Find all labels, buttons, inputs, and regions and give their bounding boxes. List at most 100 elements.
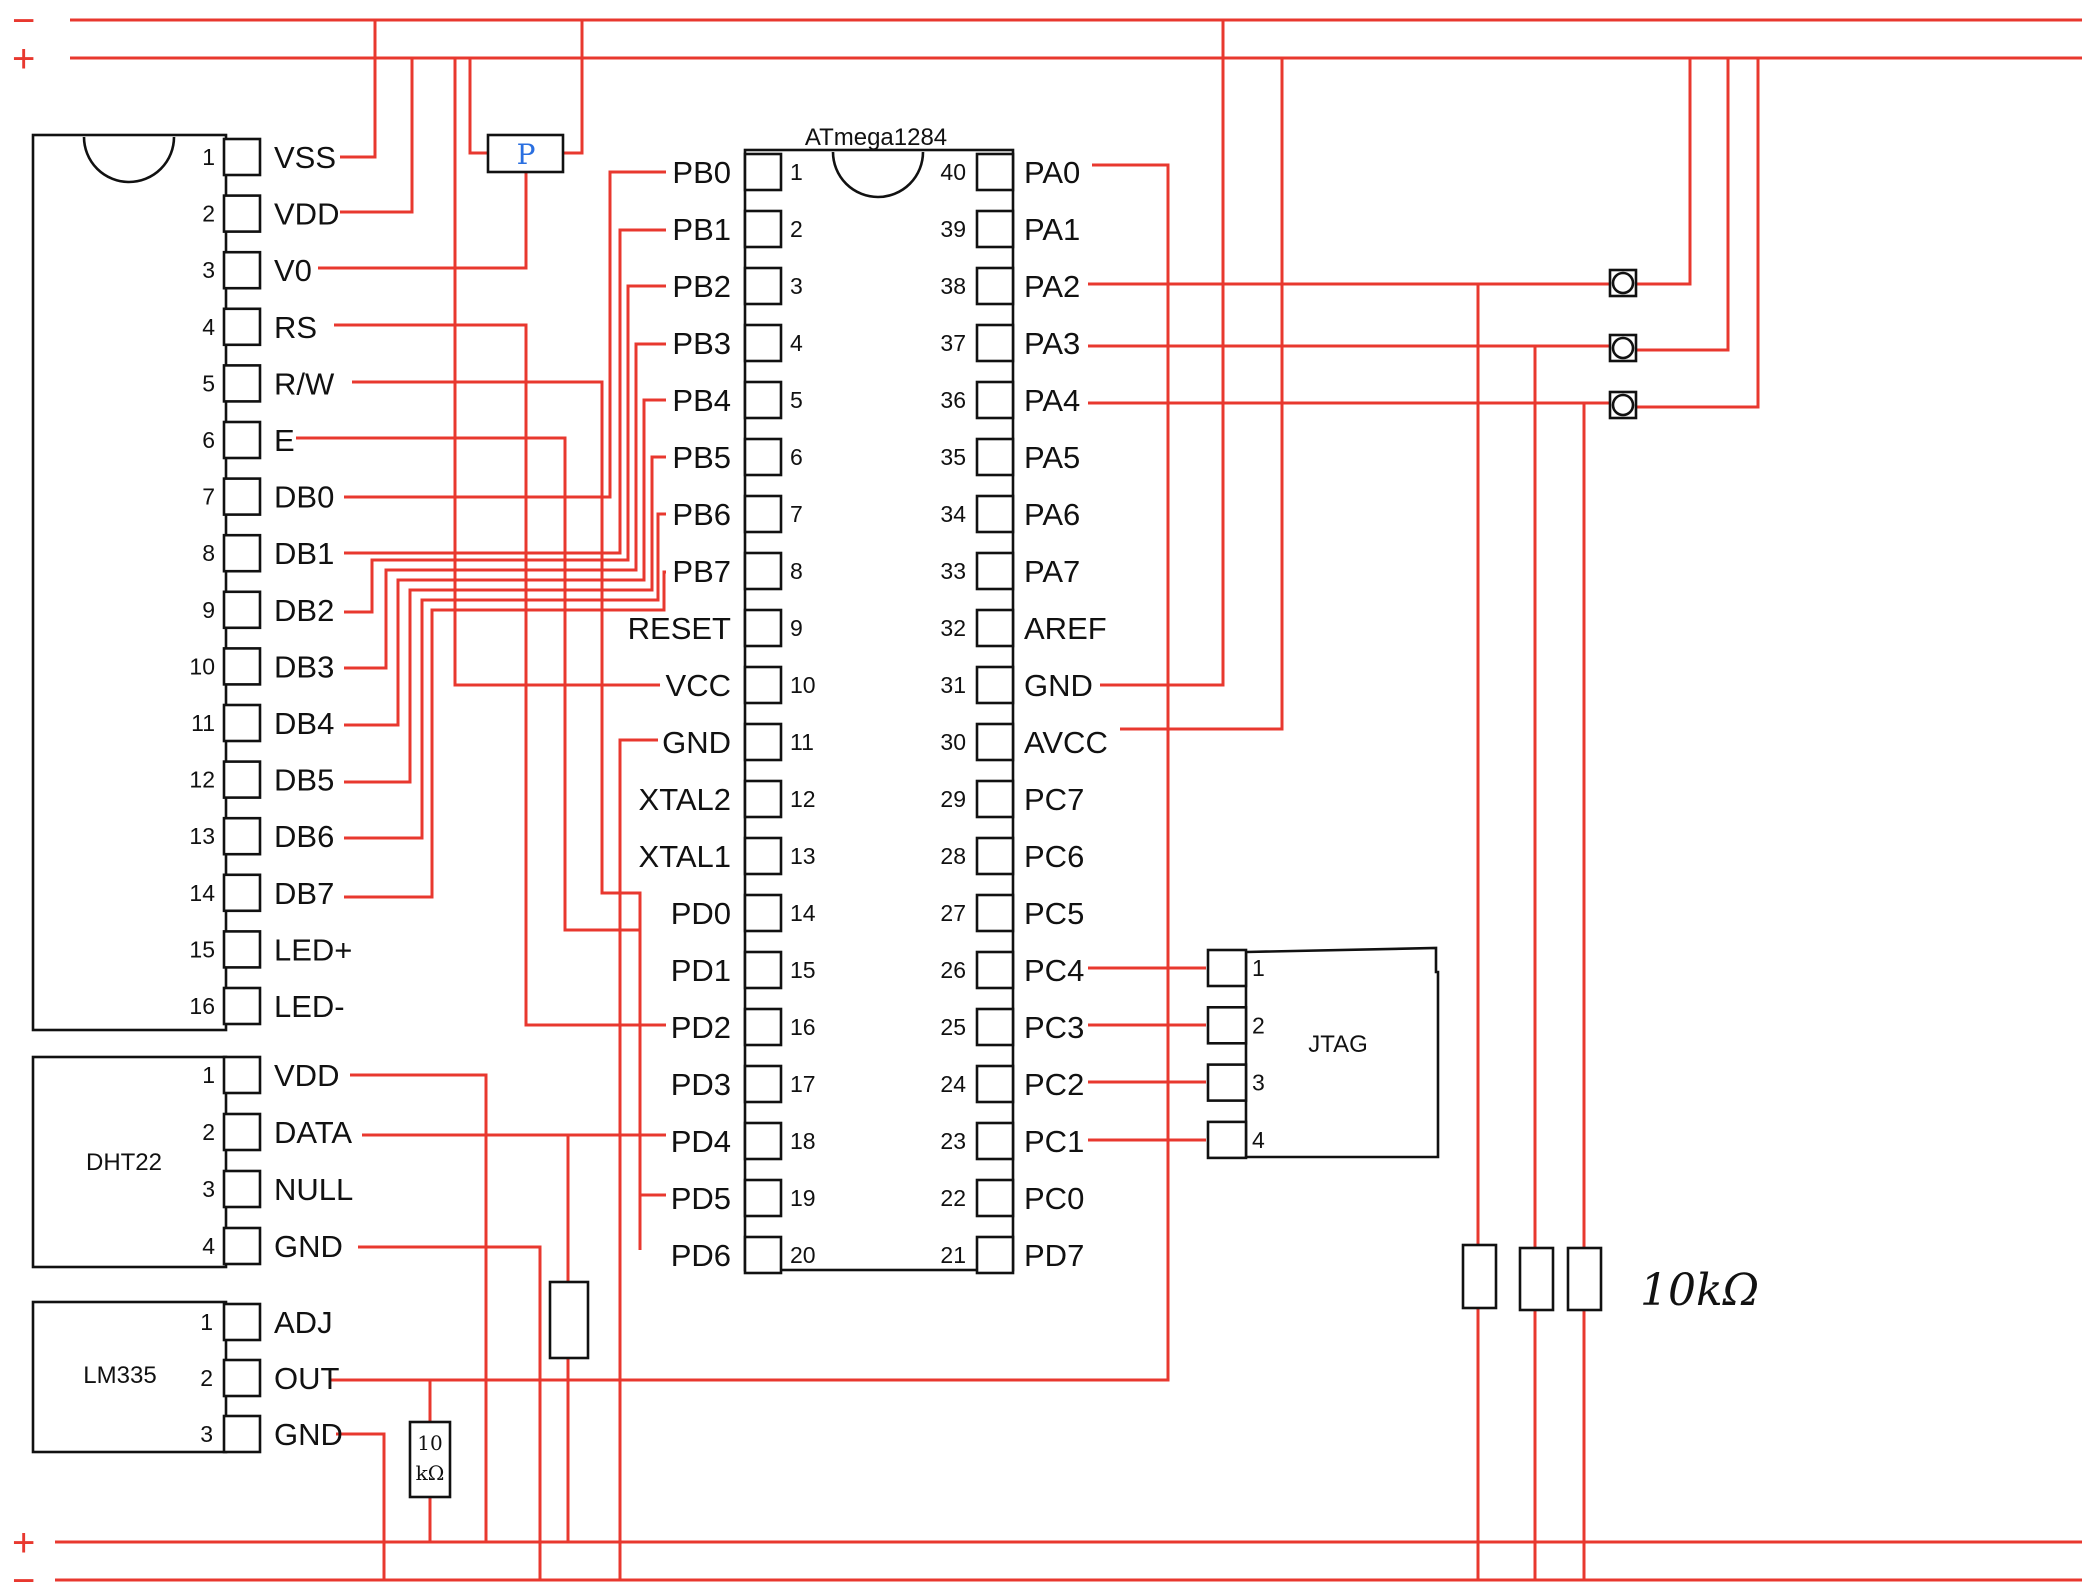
dht22-pin-4-number: 4 xyxy=(202,1233,215,1259)
push-buttons xyxy=(1608,268,1638,420)
lcd-pin-2-label-vdd: VDD xyxy=(274,197,339,232)
mcu-pin-29-box xyxy=(975,779,1015,819)
mcu-pin-13-box xyxy=(743,836,783,876)
mcu-pin-1-label-pb0: PB0 xyxy=(672,155,731,190)
mcu-pin-19-box xyxy=(743,1178,783,1218)
dht22-body xyxy=(31,1055,228,1269)
mcu-pin-6-box xyxy=(743,437,783,477)
mcu-pin-17-number: 17 xyxy=(790,1071,816,1097)
mcu-pin-7-number: 7 xyxy=(790,501,803,527)
dht22-pin-2-box xyxy=(222,1112,262,1152)
mcu-pin-24-number: 24 xyxy=(940,1071,966,1097)
resistors: 10 kΩ 10kΩ xyxy=(408,1243,1759,1499)
lcd-pin-14-number: 14 xyxy=(189,880,215,906)
mcu-pin-6-number: 6 xyxy=(790,444,803,470)
lcd-pin-7-box xyxy=(222,477,262,516)
wire-db3 xyxy=(344,342,666,670)
mcu-pin-5-box xyxy=(743,380,783,420)
mcu-pin-20-number: 20 xyxy=(790,1242,816,1268)
lcd-pin-11-label-db4: DB4 xyxy=(274,706,334,741)
pulldown-resistor-3 xyxy=(1566,1246,1603,1312)
lcd-pin-1-number: 1 xyxy=(202,144,215,170)
mcu-pin-27-label-pc5: PC5 xyxy=(1024,896,1084,931)
mcu-pin-18-number: 18 xyxy=(790,1128,816,1154)
lcd-pin-5-number: 5 xyxy=(202,370,215,396)
dht22-pullup-resistor xyxy=(548,1280,590,1360)
jtag-pin-1-number: 1 xyxy=(1252,955,1265,981)
mcu-pin-35-label-pa5: PA5 xyxy=(1024,440,1080,475)
lcd-pin-5-box xyxy=(222,364,262,403)
mcu-pin-34-label-pa6: PA6 xyxy=(1024,497,1080,532)
potentiometer-label: P xyxy=(517,138,536,171)
jtag-pin-3-number: 3 xyxy=(1252,1070,1265,1096)
mcu-pin-27-number: 27 xyxy=(940,900,966,926)
lcd-pin-6-number: 6 xyxy=(202,427,215,453)
mcu-pin-38-number: 38 xyxy=(940,273,966,299)
mcu-pin-36-box xyxy=(975,380,1015,420)
mcu-pin-24-box xyxy=(975,1064,1015,1104)
mcu-pin-12-box xyxy=(743,779,783,819)
mcu-pin-20-label-pd6: PD6 xyxy=(671,1238,731,1273)
mcu-pin-8-number: 8 xyxy=(790,558,803,584)
jtag-pin-2-box xyxy=(1206,1005,1248,1045)
mcu-pin-2-label-pb1: PB1 xyxy=(672,212,731,247)
lm335-name: LM335 xyxy=(83,1362,156,1389)
lcd-pin-6-label-e: E xyxy=(274,423,295,458)
lcd-pin-4-box xyxy=(222,307,262,347)
mcu-pin-37-number: 37 xyxy=(940,330,966,356)
lcd-pin-12-label-db5: DB5 xyxy=(274,763,334,798)
lcd-pin-8-number: 8 xyxy=(202,540,215,566)
dht22-pin-1-label-vdd: VDD xyxy=(274,1058,339,1093)
lcd-pin-3-label-v0: V0 xyxy=(274,253,312,288)
lcd-body xyxy=(31,133,228,1032)
lm335-resistor xyxy=(408,1420,452,1499)
dht22-pin-1-box xyxy=(222,1055,262,1095)
mcu-pin-5-number: 5 xyxy=(790,387,803,413)
lm335-pin-2-label-out: OUT xyxy=(274,1361,340,1396)
lcd-pin-15-number: 15 xyxy=(189,936,215,962)
lcd-pin-14-box xyxy=(222,873,262,913)
wire-lcd-rw xyxy=(352,380,642,1250)
jtag-pin-4-number: 4 xyxy=(1252,1127,1265,1153)
lcd-pin-9-label-db2: DB2 xyxy=(274,593,334,628)
mcu-pin-31-box xyxy=(975,665,1015,705)
lcd-pin-1-label-vss: VSS xyxy=(274,140,336,175)
mcu-pin-32-box xyxy=(975,608,1015,648)
mcu-pin-39-label-pa1: PA1 xyxy=(1024,212,1080,247)
mcu-pin-19-number: 19 xyxy=(790,1185,816,1211)
mcu-pin-21-number: 21 xyxy=(940,1242,966,1268)
mcu-pin-26-label-pc4: PC4 xyxy=(1024,953,1084,988)
mcu-pin-11-number: 11 xyxy=(790,729,814,755)
mcu-pin-3-number: 3 xyxy=(790,273,803,299)
mcu-pin-28-box xyxy=(975,836,1015,876)
wire-lm335-out xyxy=(330,163,1170,1382)
mcu-pin-33-number: 33 xyxy=(940,558,966,584)
dht22-pin-3-box xyxy=(222,1169,262,1209)
lcd-pin-4-number: 4 xyxy=(202,314,215,340)
wire-btn1-rail xyxy=(1636,58,1692,286)
mcu-pin-30-number: 30 xyxy=(940,729,966,755)
mcu-pin-12-number: 12 xyxy=(790,786,816,812)
mcu-pin-5-label-pb4: PB4 xyxy=(672,383,731,418)
dht22-pin-3-label-null: NULL xyxy=(274,1172,353,1207)
mcu-pin-25-box xyxy=(975,1007,1015,1047)
mcu-name: ATmega1284 xyxy=(805,124,947,151)
lm335-body xyxy=(31,1300,228,1454)
dht22-name: DHT22 xyxy=(86,1149,162,1176)
mcu-pin-16-label-pd2: PD2 xyxy=(671,1010,731,1045)
lcd-pin-1-box xyxy=(222,137,262,177)
pulldown-resistor-1 xyxy=(1461,1243,1498,1310)
mcu-pin-27-box xyxy=(975,893,1015,933)
mcu-pin-32-number: 32 xyxy=(940,615,966,641)
mcu-pin-12-label-xtal2: XTAL2 xyxy=(639,782,731,817)
mcu-pin-1-box xyxy=(743,152,783,192)
mcu-pin-29-number: 29 xyxy=(940,786,966,812)
mcu-pin-34-number: 34 xyxy=(940,501,966,527)
lcd-pin-11-box xyxy=(222,703,262,743)
mcu-pin-2-number: 2 xyxy=(790,216,803,242)
